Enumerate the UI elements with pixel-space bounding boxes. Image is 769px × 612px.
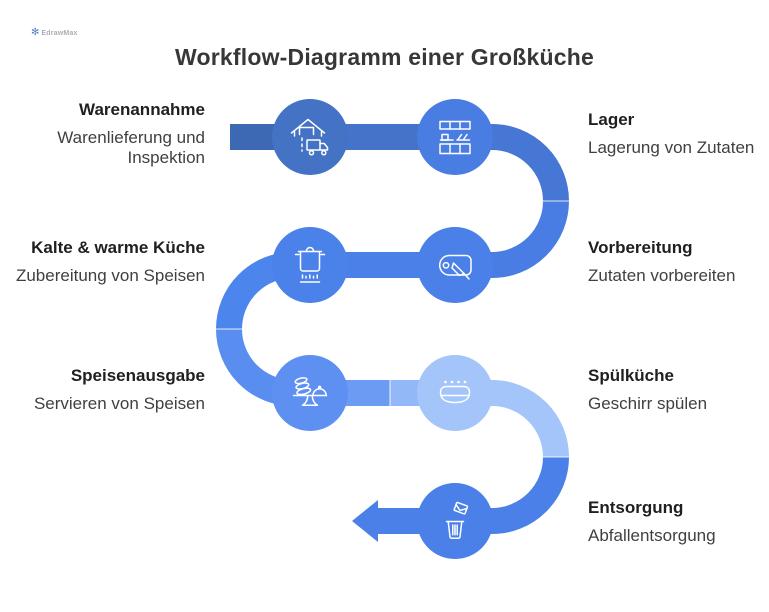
step-description: Zutaten vorbereiten [588, 266, 736, 285]
step-label: Spülküche [588, 366, 674, 385]
serving-table-icon [292, 377, 328, 407]
cutting-board-knife-icon [438, 254, 472, 280]
step-label: Warenannahme [79, 100, 205, 119]
step-label-block-entsorgung: Entsorgung Abfallentsorgung [588, 498, 763, 546]
step-circle-entsorgung [417, 483, 493, 559]
step-description: Zubereitung von Speisen [15, 266, 205, 285]
step-label-block-speisenausgabe: Speisenausgabe Servieren von Speisen [0, 366, 205, 414]
step-circle-lager [417, 99, 493, 175]
step-label: Vorbereitung [588, 238, 693, 257]
flow-segment-turn3-bottom [455, 456, 569, 534]
step-label: Kalte & warme Küche [31, 238, 205, 257]
step-circle-kalte-warme-kueche [272, 227, 348, 303]
step-circle-vorbereitung [417, 227, 493, 303]
step-description: Lagerung von Zutaten [588, 138, 755, 157]
flow-segment-turn1-bottom [455, 200, 569, 278]
step-label-block-lager: Lager Lagerung von Zutaten [588, 110, 763, 158]
step-description: Servieren von Speisen [33, 394, 205, 413]
brand-name: EdrawMax [41, 29, 78, 37]
warehouse-truck-icon [290, 118, 329, 156]
step-label-block-kalte-warme-kueche: Kalte & warme Küche Zubereitung von Spei… [0, 238, 205, 286]
cooking-pot-icon [294, 246, 326, 283]
step-label-block-spuelkueche: Spülküche Geschirr spülen [588, 366, 763, 414]
dish-washing-icon [439, 380, 471, 404]
step-circle-speisenausgabe [272, 355, 348, 431]
step-label: Lager [588, 110, 635, 129]
step-description: Warenlieferung und Inspektion [57, 128, 205, 167]
step-description: Geschirr spülen [588, 394, 708, 413]
flow-arrowhead [352, 500, 378, 542]
step-description: Abfallentsorgung [588, 526, 716, 545]
storage-shelves-icon [439, 120, 471, 155]
step-label: Entsorgung [588, 498, 684, 517]
step-circle-warenannahme [272, 99, 348, 175]
diagram-title: Workflow-Diagramm einer Großküche [175, 44, 594, 70]
step-circle-spuelkueche [417, 355, 493, 431]
step-label: Speisenausgabe [70, 366, 205, 385]
trash-bin-icon [445, 501, 469, 539]
flow-segment-turn3-top [455, 380, 569, 458]
brand-sparkle-icon: ✻ [31, 27, 40, 38]
step-label-block-warenannahme: Warenannahme Warenlieferung und Inspekti… [0, 100, 205, 168]
flow-segment-turn1-top [455, 124, 569, 202]
brand-logo: ✻ EdrawMax [31, 28, 78, 38]
step-label-block-vorbereitung: Vorbereitung Zutaten vorbereiten [588, 238, 763, 286]
